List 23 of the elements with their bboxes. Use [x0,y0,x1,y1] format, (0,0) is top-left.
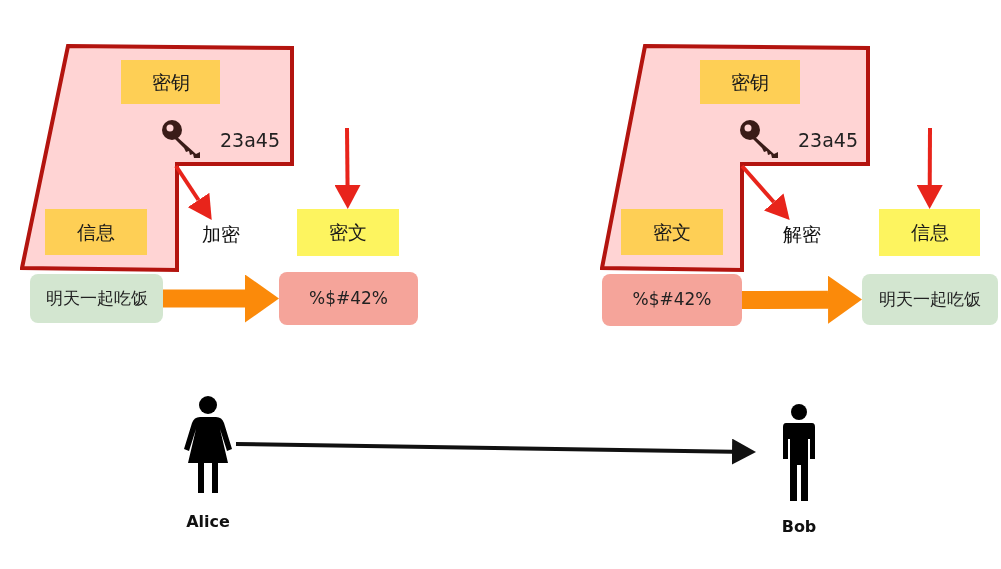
arrow [334,127,361,209]
ciphertext-box: %$#42% [279,272,418,325]
key-value: 23a45 [220,128,280,153]
arrow [741,275,862,324]
label-box: 密钥 [121,60,220,104]
arrow [916,128,943,209]
ciphertext-box: %$#42% [602,274,742,326]
message-box: 明天一起吃饭 [30,274,163,323]
step-label: 加密 [198,220,244,248]
step-label: 解密 [779,220,825,248]
key-value: 23a45 [798,128,858,153]
label-box: 密文 [621,209,723,255]
label-box: 密文 [297,209,399,256]
label-box: 密钥 [700,60,800,104]
label-box: 信息 [879,209,980,256]
key-region [600,44,872,274]
message-box: 明天一起吃饭 [862,274,998,325]
person-name: Alice [186,511,230,533]
arrow [163,274,279,323]
person-name: Bob [781,516,817,538]
key-region [20,44,296,274]
arrow [235,438,756,465]
label-box: 信息 [45,209,147,255]
